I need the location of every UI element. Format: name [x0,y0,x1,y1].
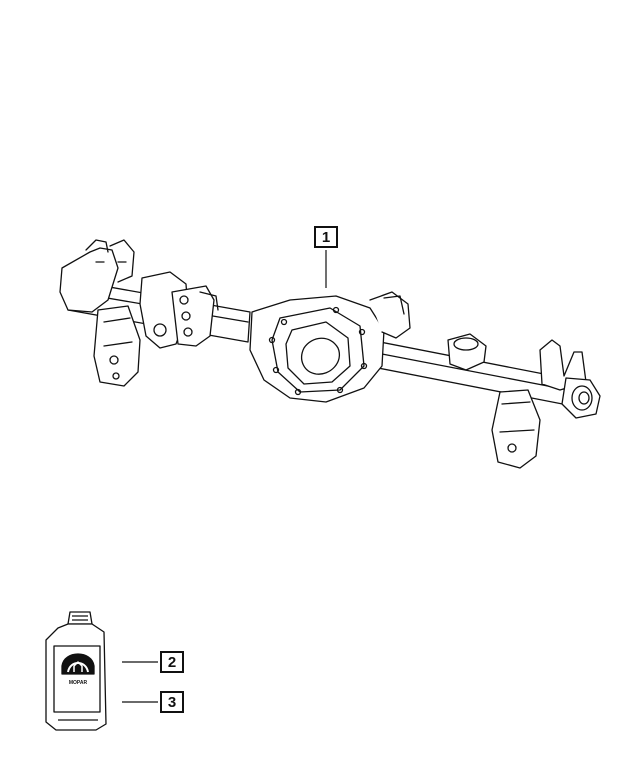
callout-3: 3 [160,691,184,713]
rear-axle-assembly [59,239,601,469]
callout-1: 1 [314,226,338,248]
callout-2: 2 [160,651,184,673]
bottle-logo-text: MOPAR [69,680,88,686]
fluid-bottle [45,611,107,731]
